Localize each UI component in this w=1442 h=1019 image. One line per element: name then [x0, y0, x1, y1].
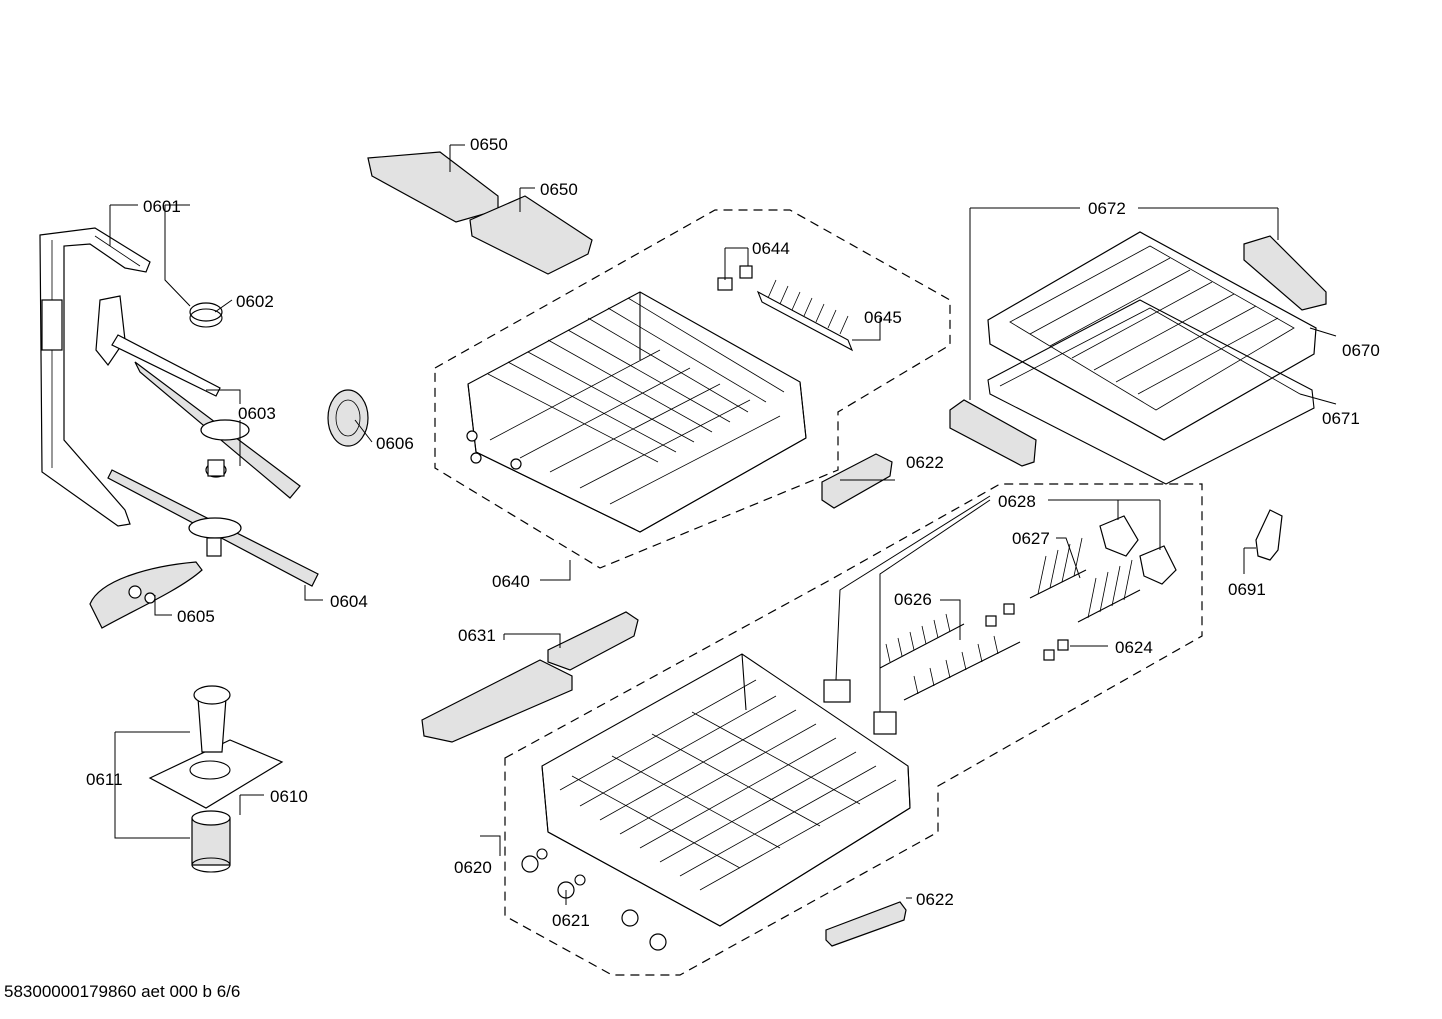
- label-0628: 0628: [998, 492, 1036, 511]
- clips-0624: [985, 603, 1069, 661]
- label-0611: 0611: [86, 770, 123, 789]
- label-0627: 0627: [1012, 529, 1050, 548]
- label-0624: 0624: [1115, 638, 1153, 657]
- handle-0622-lower: [825, 901, 907, 947]
- label-0620: 0620: [454, 858, 492, 877]
- label-0622-lower: 0622: [916, 890, 954, 909]
- label-0603: 0603: [238, 404, 276, 423]
- label-0650-upper: 0650: [470, 135, 508, 154]
- cup-rack-0650-upper: [367, 151, 499, 223]
- label-0640: 0640: [492, 572, 530, 591]
- document-footer: 58300000179860 aet 000 b 6/6: [4, 982, 240, 1001]
- clip-0644: [717, 265, 753, 291]
- handle-0622-upper: [821, 453, 893, 509]
- rack-insert-0645: [756, 279, 854, 352]
- cutlery-rack-0631: [421, 611, 639, 743]
- label-0601: 0601: [143, 197, 181, 216]
- label-0622-upper: 0622: [906, 453, 944, 472]
- filter-disc-0606: [327, 389, 369, 447]
- label-0606: 0606: [376, 434, 414, 453]
- lower-basket-group-outline: [504, 483, 1203, 976]
- supply-pipe-0601: [39, 227, 151, 527]
- label-0672: 0672: [1088, 199, 1126, 218]
- label-0671: 0671: [1322, 409, 1360, 428]
- lower-basket-0620: [541, 653, 911, 927]
- rail-0671: [987, 299, 1315, 485]
- end-cap-0672: [949, 399, 1037, 467]
- label-0621: 0621: [552, 911, 590, 930]
- micro-filter-0611: [191, 810, 231, 873]
- wheels-0621: [521, 848, 667, 951]
- nut-0602: [189, 302, 223, 328]
- label-0650-lower: 0650: [540, 180, 578, 199]
- leader-lines: [109, 144, 1337, 905]
- sieve-cover-0605: [89, 561, 203, 629]
- cup-rack-0650-lower: [469, 195, 593, 275]
- label-0602: 0602: [236, 292, 274, 311]
- upper-basket-group-outline: [434, 209, 951, 569]
- upper-basket-0640: [466, 291, 807, 533]
- clip-0691: [1255, 509, 1283, 561]
- label-0604: 0604: [330, 592, 368, 611]
- label-0631: 0631: [458, 626, 496, 645]
- label-0691: 0691: [1228, 580, 1266, 599]
- holder-0628: [1099, 515, 1177, 585]
- label-0626: 0626: [894, 590, 932, 609]
- label-0670: 0670: [1342, 341, 1380, 360]
- filter-assembly-0610: [148, 685, 284, 809]
- label-0605: 0605: [177, 607, 215, 626]
- label-0645: 0645: [864, 308, 902, 327]
- upper-spray-arm-0603: [95, 295, 301, 499]
- third-rack-0670: [987, 231, 1327, 441]
- side-holders: [823, 679, 897, 735]
- label-0610: 0610: [270, 787, 308, 806]
- tine-row-0626: [879, 613, 1021, 701]
- lower-spray-arm-0604: [107, 469, 319, 587]
- tine-row-0627: [1029, 537, 1141, 623]
- label-0644: 0644: [752, 239, 790, 258]
